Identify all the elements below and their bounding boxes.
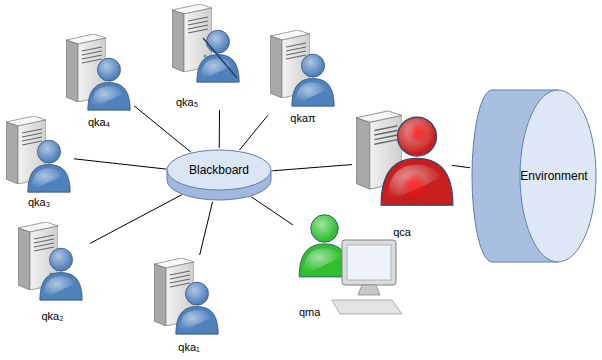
agent-person-icon <box>197 30 239 82</box>
connector-line <box>452 165 470 167</box>
connector-stroke <box>200 202 213 255</box>
agent-person-icon <box>88 58 130 110</box>
node-label: Environment <box>520 169 587 183</box>
agent-node: qka₂ <box>15 220 90 324</box>
monitor-icon <box>332 240 402 314</box>
connector-stroke <box>219 110 220 148</box>
agent-node: qka₁ <box>150 255 228 355</box>
connector-stroke <box>452 165 470 167</box>
agent-person-icon <box>28 140 70 192</box>
agent-node: qkaπ <box>268 28 338 126</box>
connector-line <box>200 202 213 255</box>
connector-line <box>74 159 166 169</box>
node-label: Blackboard <box>189 163 249 177</box>
agent-node: qma <box>293 208 405 320</box>
glow-spot <box>407 122 429 144</box>
agent-label: qka₃ <box>28 196 50 209</box>
connector-stroke <box>239 115 268 150</box>
connector-stroke <box>134 106 191 152</box>
agent-person-icon <box>292 54 334 106</box>
agent-person-icon <box>176 282 218 334</box>
connector-line <box>90 195 182 244</box>
agent-node: qca <box>352 100 452 240</box>
agent-label: qka₅ <box>176 96 198 109</box>
environment-node: Environment <box>470 88 598 264</box>
agent-label: qkaπ <box>290 112 315 125</box>
agent-node: qka₅ <box>170 4 248 110</box>
agent-label: qka₄ <box>88 116 110 129</box>
agent-node: qka₃ <box>4 112 74 210</box>
agent-label: qka₂ <box>41 310 63 323</box>
connector-stroke <box>251 197 293 225</box>
connector-stroke <box>272 165 352 171</box>
agent-person-icon <box>381 117 453 205</box>
connector-line <box>239 115 268 150</box>
strike-line <box>203 38 237 78</box>
blackboard-node: Blackboard <box>165 148 273 202</box>
connector-line <box>251 197 293 225</box>
agent-label: qca <box>393 226 411 239</box>
connector-stroke <box>74 159 166 169</box>
agent-person-icon <box>40 248 82 300</box>
glow-spot <box>401 172 427 198</box>
agent-label: qka₁ <box>178 341 199 354</box>
connector-line <box>219 110 220 148</box>
connector-stroke <box>90 195 182 244</box>
connector-line <box>272 165 352 171</box>
connector-line <box>134 106 191 152</box>
agent-node: qka₄ <box>64 32 134 130</box>
agent-label: qma <box>299 306 320 319</box>
